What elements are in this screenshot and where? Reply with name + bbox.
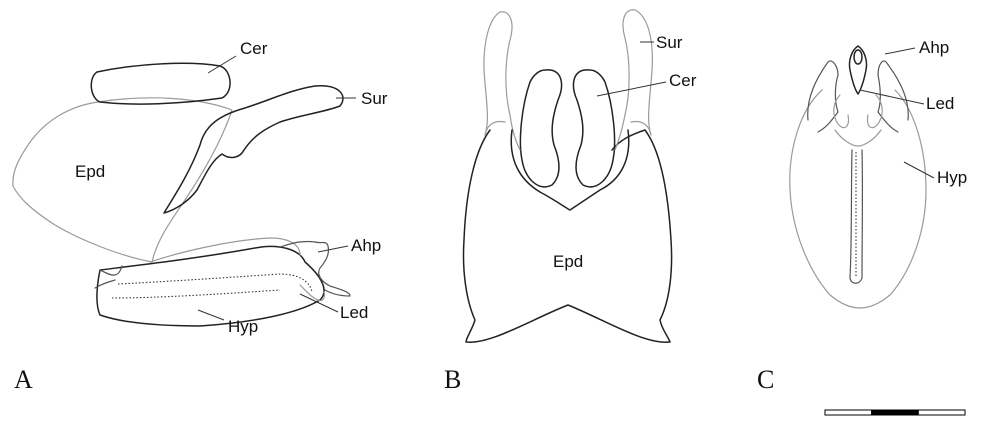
panel-a-led-leader [300,294,338,312]
panel-b-left-surstylus [484,12,520,150]
panel-a [13,63,350,326]
panel-c-hyp-label: Hyp [937,168,967,187]
panel-c-hyp-leader [904,162,934,178]
panel-a-ahp-label: Ahp [351,236,381,255]
panel-b [463,10,671,342]
panel-a-epd-label: Epd [75,162,105,181]
panel-b-right-cercus [573,70,614,187]
panel-b-inner-line [511,130,629,210]
panel-b-right-surstylus [615,10,652,150]
panel-c-right-ahp [878,61,908,132]
panel-c-led-leader [860,90,924,104]
scale-bar-segment [918,410,965,415]
panel-c-aedeagus-bulb [854,50,862,64]
panel-a-hypandrium-outline [97,246,324,326]
panel-c-led-label: Led [926,94,954,113]
panel-a-surstylus-outline [164,86,343,213]
panel-b-labels: Sur Cer Epd [553,33,697,271]
panel-a-letter: A [14,365,33,394]
panel-a-ahp-leader [318,246,348,252]
panel-a-epandrium-outline [13,98,232,262]
panel-c-ahp-leader [885,48,915,54]
scale-bar [825,410,965,415]
panel-b-letter: B [444,365,461,394]
panel-a-dorsal-edge [150,238,300,262]
panel-c-hypandrium-outline [790,90,926,308]
panel-c-letter: C [757,365,774,394]
panel-a-cer-label: Cer [240,39,268,58]
panel-b-epd-label: Epd [553,252,583,271]
scale-bar-segment [825,410,872,415]
panel-c-left-ahp [808,61,838,132]
panel-a-led-label: Led [340,303,368,322]
panel-a-inner-dotted-line [118,274,312,292]
panel-c-ahp-label: Ahp [919,38,949,57]
panel-b-sur-label: Sur [656,33,683,52]
panel-a-inner-dotted-line-2 [112,290,280,298]
panel-c-labels: Ahp Led Hyp [860,38,967,187]
panel-c-lateral-lobes [834,95,882,128]
panel-c [790,46,926,308]
panel-b-epandrium-outline [463,130,671,342]
panel-c-aedeagus-outline [849,46,866,94]
panel-b-cer-label: Cer [669,71,697,90]
scale-bar-segment [872,410,919,415]
panel-b-lateral-shoulder [485,122,651,135]
panel-a-hyp-leader [198,310,224,320]
panel-a-labels: Cer Sur Epd Ahp Led Hyp [75,39,388,336]
panel-c-inner-arc [835,130,881,146]
panel-a-hyp-label: Hyp [228,317,258,336]
panel-a-sur-label: Sur [361,89,388,108]
panel-b-left-cercus [520,70,561,187]
